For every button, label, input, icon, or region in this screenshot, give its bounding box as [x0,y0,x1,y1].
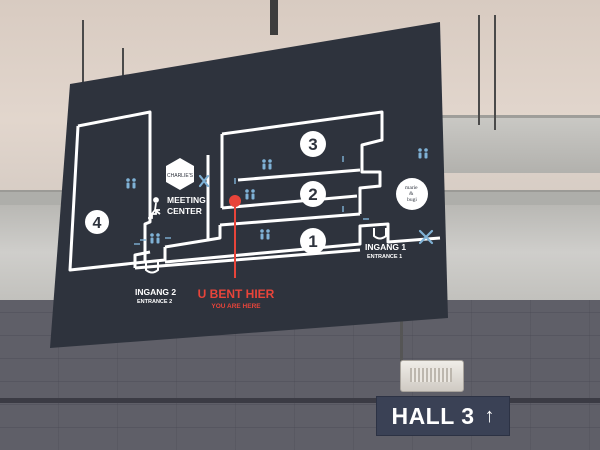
hall-3-sign: HALL 3 ↑ [376,396,510,436]
room-2: 2 [300,181,326,207]
svg-text:1: 1 [308,232,317,251]
toilet-icon [245,189,255,200]
svg-text:marie & bugi: marie & bugi [405,185,419,203]
meeting-center-label: MEETING CENTER [167,195,208,216]
restaurant-icon [418,229,434,245]
wall-pipe [0,398,600,403]
you-are-here-label: U BENT HIER [198,287,275,301]
lamp-conduit [400,318,403,364]
entrance-icon [373,228,387,240]
hall-3-label: HALL 3 [391,402,475,429]
you-are-here-sublabel: YOU ARE HERE [211,303,261,310]
arrow-up-icon: ↑ [484,404,495,427]
stairs-icon [148,197,161,219]
air-duct [440,115,600,173]
toilet-icon [262,159,272,170]
room-4: 4 [85,210,109,234]
floor-plan-walls [68,110,441,272]
svg-text:CHARLIE'S: CHARLIE'S [167,173,194,179]
toilet-icon [418,148,428,159]
lamp-grill [410,368,452,382]
entrance-1-sublabel: ENTRANCE 1 [367,254,402,260]
entrance-2-label: INGANG 2 [135,287,176,297]
hanging-wire [82,20,84,90]
toilet-icon [260,229,270,240]
hanging-wire [122,48,124,88]
hanging-wire [478,15,480,125]
svg-text:2: 2 [308,185,317,204]
svg-text:4: 4 [93,215,102,232]
room-1: 1 [300,228,326,254]
entrance-icon [145,262,159,274]
toilet-icon [150,233,160,244]
door-arrows [140,156,369,241]
charlies-logo: CHARLIE'S [166,158,194,190]
marie-bugi-logo: marie & bugi [396,178,428,210]
hanging-wire [494,15,496,130]
entrance-1-label: INGANG 1 [365,242,406,252]
restaurant-icon [198,174,210,188]
toilet-icon [126,178,136,189]
svg-text:3: 3 [308,135,317,154]
entrance-2-sublabel: ENTRANCE 2 [137,299,172,305]
sign-hanger [270,0,278,35]
you-are-here-marker [229,195,241,278]
room-3: 3 [300,131,326,157]
